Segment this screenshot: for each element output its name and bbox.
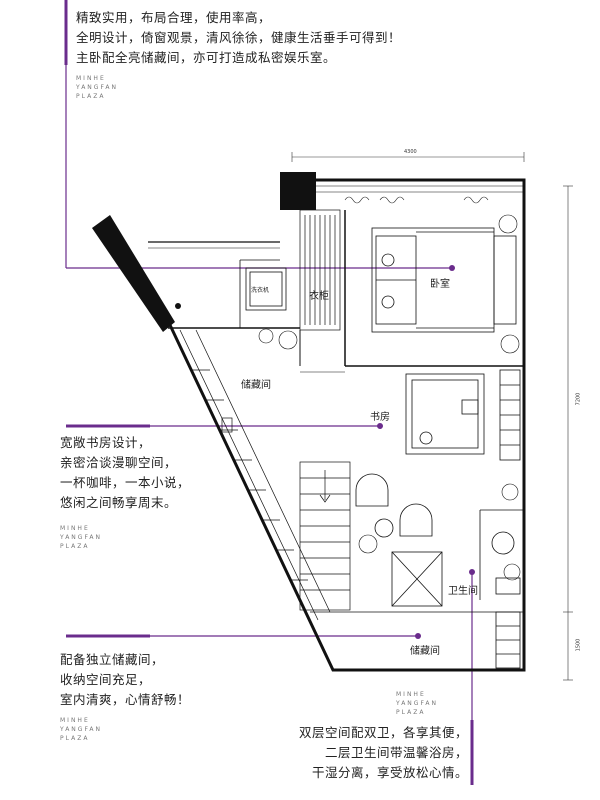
- bath-line-3: 干湿分离，享受放松心情。: [311, 765, 468, 780]
- storage-line-2: 收纳空间充足，: [60, 672, 152, 687]
- study-line-2: 亲密洽谈漫聊空间，: [60, 455, 178, 470]
- study-description: 宽敞书房设计， 亲密洽谈漫聊空间， 一杯咖啡，一本小说， 悠闲之间畅享周末。: [60, 433, 190, 513]
- washer: [245, 267, 287, 311]
- room-label-storage-lower: 储藏间: [410, 646, 440, 657]
- room-label-bedroom: 卧室: [430, 279, 450, 290]
- column-dot: [175, 303, 181, 309]
- dimension-right-main: 7200: [575, 392, 582, 406]
- study-line-1: 宽敞书房设计，: [60, 435, 152, 450]
- dimension-lines: [291, 152, 573, 681]
- bed: [371, 227, 517, 333]
- dimension-top: 4300: [404, 149, 417, 155]
- lower-storage: [310, 611, 524, 669]
- outer-walls: [92, 172, 526, 672]
- storage-cabinet: [179, 329, 331, 621]
- brand-mark-middle: MINHE YANGFAN PLAZA: [60, 525, 102, 550]
- room-label-bathroom: 卫生间: [448, 586, 478, 597]
- brand-mark-lower: MINHE YANGFAN PLAZA: [60, 717, 102, 742]
- plants: [258, 214, 521, 581]
- room-label-washer: 洗衣机: [251, 287, 270, 294]
- storage-line-1: 配备独立储藏间，: [60, 652, 165, 667]
- wardrobe: [299, 209, 341, 331]
- study-line-4: 悠闲之间畅享周末。: [60, 495, 178, 510]
- top-line-2: 全明设计，倚窗观景，清风徐徐，健康生活垂手可得到！: [76, 30, 402, 45]
- top-line-3: 主卧配全亮储藏间，亦可打造成私密娱乐室。: [76, 50, 337, 65]
- storage-description: 配备独立储藏间， 收纳空间充足， 室内清爽，心情舒畅！: [60, 650, 190, 710]
- dimension-right-lower: 1500: [575, 638, 582, 652]
- top-line-1: 精致实用，布局合理，使用率高，: [76, 10, 272, 25]
- bath-description: 双层空间配双卫，各享其便， 二层卫生间带温馨浴房， 干湿分离，享受放松心情。: [250, 723, 468, 783]
- top-description: 精致实用，布局合理，使用率高， 全明设计，倚窗观景，清风徐徐，健康生活垂手可得到…: [76, 8, 401, 68]
- lounge-chairs: [355, 473, 433, 538]
- bathroom: [391, 509, 524, 607]
- bedroom-walls: [299, 210, 524, 373]
- storage-line-3: 室内清爽，心情舒畅！: [60, 692, 191, 707]
- top-windows: [316, 185, 524, 204]
- room-label-wardrobe: 衣柜: [309, 291, 329, 302]
- leader-dots: [377, 265, 475, 639]
- study-line-3: 一杯咖啡，一本小说，: [60, 475, 191, 490]
- brand-mark-right: MINHE YANGFAN PLAZA: [396, 691, 438, 716]
- bath-line-1: 双层空间配双卫，各享其便，: [298, 725, 468, 740]
- room-label-study: 书房: [370, 412, 390, 423]
- room-label-storage-upper: 储藏间: [241, 380, 271, 391]
- bath-line-2: 二层卫生间带温馨浴房，: [324, 745, 468, 760]
- study-desk: [405, 369, 521, 461]
- brand-mark-top: MINHE YANGFAN PLAZA: [76, 75, 118, 100]
- stairs: [299, 461, 351, 611]
